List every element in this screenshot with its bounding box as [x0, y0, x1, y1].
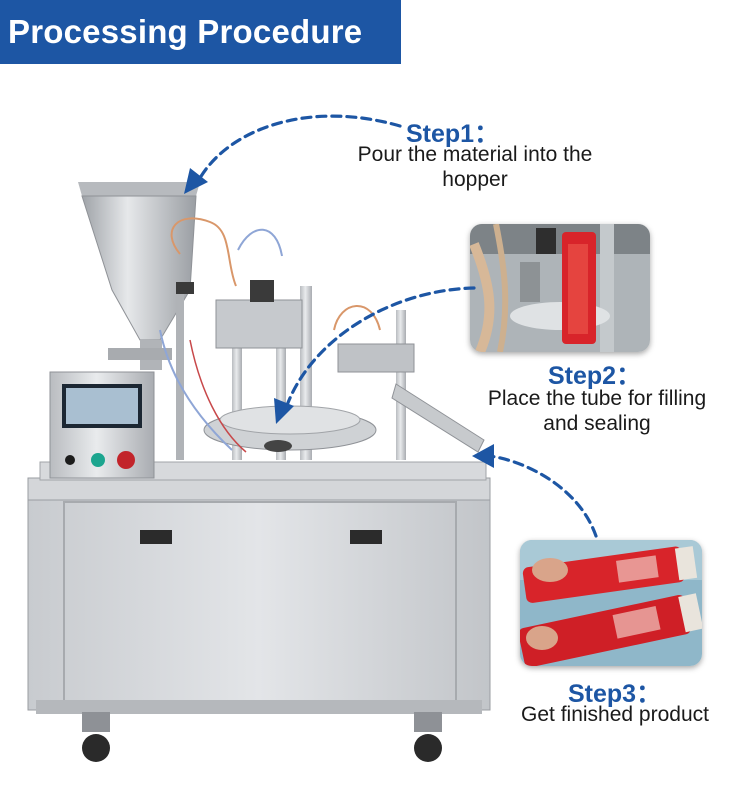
step1-description-line1: Pour the material into the [357, 143, 593, 166]
step2-description-line2: and sealing [543, 412, 651, 435]
step3-title: Step3： [568, 680, 662, 708]
step2-title: Step2： [548, 362, 642, 390]
step1-description: Pour the material into the hopper [330, 142, 620, 192]
step1-title: Step1： [406, 120, 500, 148]
step2-description-line1: Place the tube for filling [487, 387, 707, 410]
step3-description: Get finished product [521, 703, 709, 726]
step2-description: Place the tube for filling and sealing [456, 386, 738, 436]
step1-description-line2: hopper [442, 168, 508, 191]
tube-placement-photo [470, 224, 650, 352]
page-title: Processing Procedure [0, 0, 401, 64]
finished-product-photo [520, 540, 702, 666]
